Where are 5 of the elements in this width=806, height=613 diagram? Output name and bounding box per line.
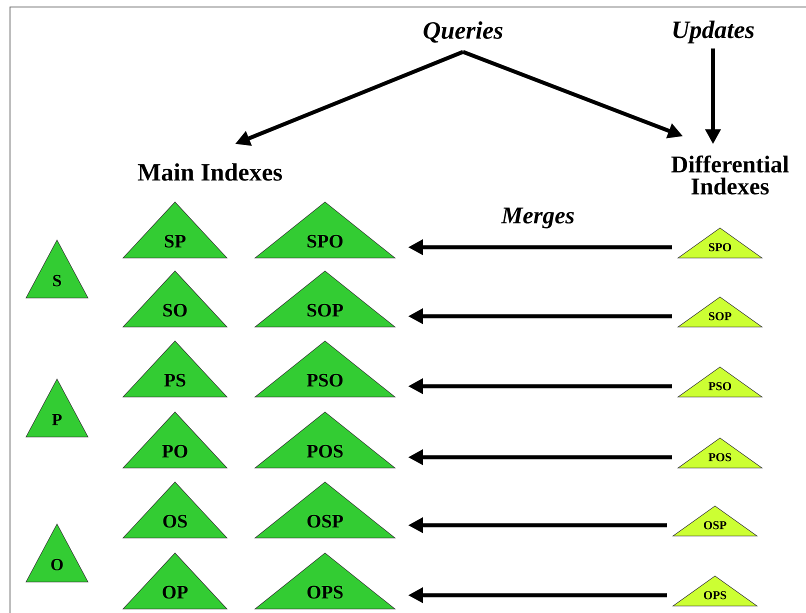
- flow-label: Queries: [424, 21, 502, 43]
- heading: Main Indexes: [138, 163, 282, 181]
- flow-label: Updates: [673, 20, 754, 44]
- heading: Differential Indexes: [671, 155, 789, 195]
- merge-label: Merges: [501, 208, 574, 228]
